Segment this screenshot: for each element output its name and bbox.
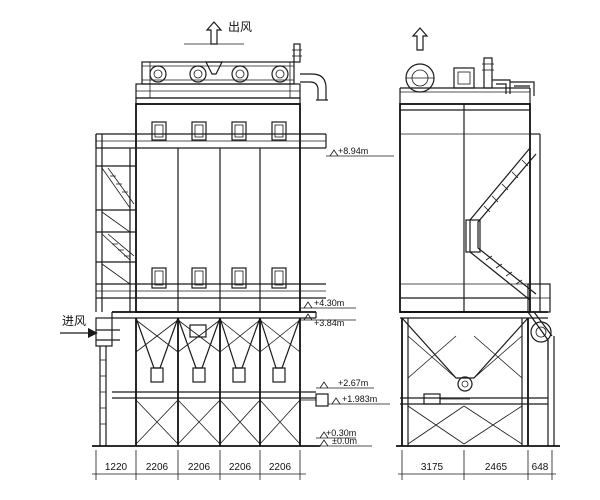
- elevation-2-67: +2.67m: [338, 378, 368, 388]
- side-dim-2: 2465: [485, 462, 508, 473]
- front-dim-2: 2206: [146, 462, 169, 473]
- inlet-arrow: [60, 328, 98, 338]
- side-main-body: [399, 103, 531, 313]
- side-view: 3175 2465 648: [396, 27, 560, 480]
- elevation-4-30: +4.30m: [314, 298, 344, 308]
- inlet-label: 进风: [62, 314, 86, 328]
- side-top-equipment: [399, 57, 535, 104]
- elevation-0-0: ±0.0m: [332, 436, 357, 446]
- outlet-label-front: 出风: [228, 20, 252, 34]
- side-dim-3: 648: [532, 462, 549, 473]
- side-dimension-line: [398, 450, 556, 480]
- side-hopper: [396, 283, 560, 447]
- front-view: 出风: [60, 20, 394, 480]
- front-dim-3: 2206: [188, 462, 211, 473]
- valve-housing-front: [135, 43, 328, 105]
- outlet-arrow-front: [205, 21, 223, 45]
- elevation-3-84: +3.84m: [314, 318, 344, 328]
- elevation-0-30: +0.30m: [326, 428, 356, 438]
- elevation-1-983: +1.983m: [342, 394, 377, 404]
- front-hoppers: [92, 311, 329, 447]
- side-stair: [465, 133, 541, 312]
- front-stair-tower: [95, 134, 136, 312]
- front-dimension-line: [92, 450, 306, 480]
- elevation-8-94: +8.94m: [338, 146, 368, 156]
- outlet-arrow-side: [411, 27, 429, 51]
- side-dim-1: 3175: [421, 462, 444, 473]
- elevation-marks: [300, 149, 394, 447]
- front-dim-4: 2206: [229, 462, 252, 473]
- front-dim-5: 2206: [269, 462, 292, 473]
- front-dim-1: 1220: [105, 462, 128, 473]
